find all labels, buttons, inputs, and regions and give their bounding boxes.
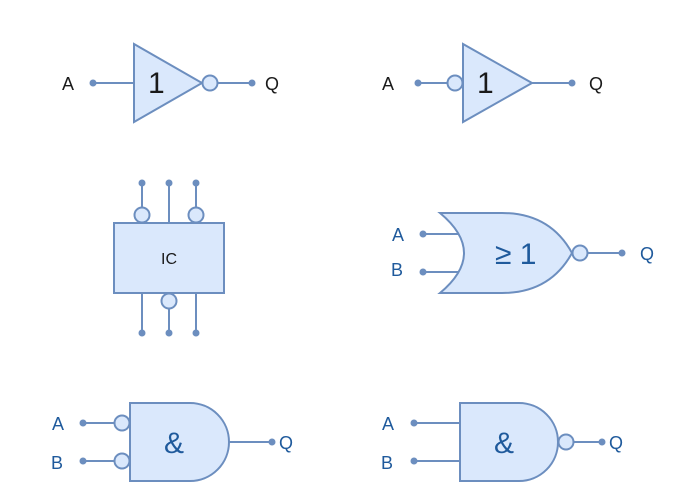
pin-terminal <box>192 179 200 187</box>
inversion-bubble-b <box>113 452 131 470</box>
nand-gate: A B Q & <box>381 402 623 482</box>
input-label-b: B <box>391 260 403 280</box>
not-gate-input-inverted: A Q 1 <box>382 42 603 124</box>
inversion-bubble <box>446 74 464 92</box>
input-terminal <box>414 79 422 87</box>
input-terminal-a <box>419 230 427 238</box>
output-label: Q <box>265 74 279 94</box>
input-label-a: A <box>52 414 64 434</box>
input-terminal-b <box>419 268 427 276</box>
output-label: Q <box>589 74 603 94</box>
and-body <box>459 402 559 482</box>
input-label-b: B <box>381 453 393 473</box>
output-terminal <box>598 438 606 446</box>
buffer-triangle <box>133 42 205 124</box>
and-gate-inverted-inputs: A B Q & <box>51 402 293 482</box>
inversion-bubble <box>557 433 575 451</box>
nor-gate: A B Q ≥ 1 <box>391 212 654 294</box>
input-label-b: B <box>51 453 63 473</box>
gate-symbol: 1 <box>477 67 494 100</box>
or-body <box>437 212 574 294</box>
inversion-bubble <box>133 206 151 224</box>
output-terminal <box>248 79 256 87</box>
output-terminal <box>568 79 576 87</box>
ic-label: IC <box>161 251 177 268</box>
inversion-bubble <box>201 74 219 92</box>
gate-symbol: & <box>494 427 514 460</box>
pin-terminal <box>165 179 173 187</box>
inversion-bubble <box>571 244 589 262</box>
ic-block: IC <box>113 179 225 337</box>
gate-symbol: 1 <box>148 67 165 100</box>
buffer-triangle <box>462 42 535 124</box>
input-label: A <box>62 74 74 94</box>
input-terminal <box>89 79 97 87</box>
input-label-a: A <box>382 414 394 434</box>
input-label: A <box>382 74 394 94</box>
input-terminal-b <box>79 457 87 465</box>
inversion-bubble <box>160 292 178 310</box>
input-terminal-b <box>410 457 418 465</box>
not-gate-output-inverted: A Q 1 <box>62 42 279 124</box>
and-body <box>129 402 230 482</box>
gate-symbol: ≥ 1 <box>495 238 536 271</box>
input-terminal-a <box>410 419 418 427</box>
output-label: Q <box>640 244 654 264</box>
output-label: Q <box>609 433 623 453</box>
input-label-a: A <box>392 225 404 245</box>
output-terminal <box>268 438 276 446</box>
inversion-bubble-a <box>113 414 131 432</box>
pin-terminal <box>138 329 146 337</box>
pin-terminal <box>138 179 146 187</box>
output-terminal <box>618 249 626 257</box>
output-label: Q <box>279 433 293 453</box>
inversion-bubble <box>187 206 205 224</box>
pin-terminal <box>165 329 173 337</box>
pin-terminal <box>192 329 200 337</box>
gate-symbol: & <box>164 427 184 460</box>
input-terminal-a <box>79 419 87 427</box>
